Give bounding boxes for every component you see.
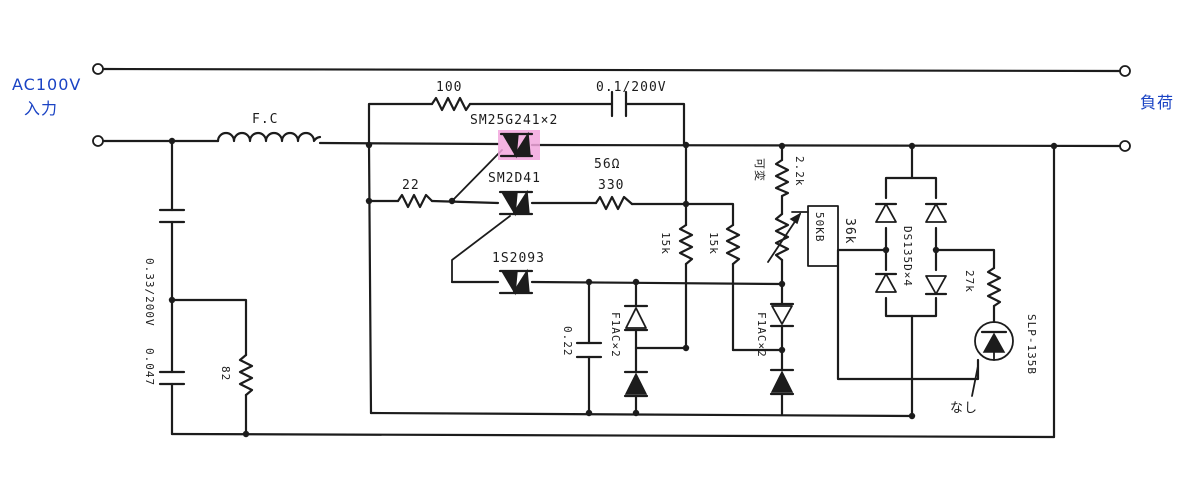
diac-right-label: F1AC×2: [755, 312, 768, 358]
diode-label: 1S2093: [492, 251, 545, 266]
bridge-label: DS135D×4: [901, 226, 914, 287]
main-triac-symbol: [499, 131, 534, 159]
capacitor-0-33: [158, 208, 186, 224]
drive-note-label: 56Ω: [594, 157, 620, 172]
diac-right-lower: [769, 368, 795, 396]
resistor-15k-a: [678, 223, 694, 266]
potentiometer-50kb: [774, 212, 790, 262]
r-15k-a-label: 15k: [659, 232, 672, 255]
resistor-330: [594, 195, 634, 211]
input-terminal-top: [92, 63, 104, 75]
c-series-label: 0.1/200V: [596, 80, 667, 95]
capacitor-0-1: [610, 90, 628, 118]
wires: [101, 67, 1122, 439]
resistor-82: [238, 353, 254, 397]
resistor-22: [396, 193, 434, 209]
diode-1s2093-symbol: [498, 268, 534, 296]
pot-label-box: [807, 205, 839, 267]
choke-coil: [216, 131, 322, 143]
c-lower-label: 0.047: [143, 348, 156, 386]
input-label: 入力: [24, 99, 58, 118]
resistor-15k-b: [725, 223, 741, 266]
diac-left-upper: [623, 304, 649, 332]
bridge-diode-tr: [924, 202, 948, 223]
resistor-100: [430, 96, 472, 112]
r-2k2-label: 2.2k: [793, 156, 806, 187]
bridge-diode-bl: [874, 272, 898, 293]
lamp-note-label: なし: [950, 401, 978, 416]
lamp-note-pointer: [971, 365, 979, 397]
r-series-label: 100: [436, 80, 462, 95]
pot-note-label: 可変: [753, 158, 767, 182]
r-22-label: 22: [402, 178, 420, 193]
pot-box-label: 50KB: [813, 212, 826, 243]
drive-triac-symbol: [498, 189, 534, 217]
c-filter-label: 0.33/200V: [143, 258, 156, 327]
resistor-2k2: [774, 158, 790, 198]
bridge-diode-tl: [874, 202, 898, 223]
load-label: 負荷: [1140, 93, 1174, 112]
main-triac-label: SM25G241×2: [470, 113, 558, 128]
r-330-label: 330: [598, 178, 624, 193]
r-15k-b-label: 15k: [707, 232, 720, 255]
input-terminal-bottom: [92, 135, 104, 147]
choke-label: F.C: [252, 112, 278, 127]
junction-dots: [168, 137, 1058, 438]
capacitor-0-22: [575, 341, 603, 359]
diac-left-label: F1AC×2: [609, 312, 622, 358]
r-82-label: 82: [219, 366, 232, 381]
capacitor-0-047: [158, 370, 186, 386]
terminals: [92, 63, 1131, 152]
load-terminal-bottom: [1119, 140, 1131, 152]
c-22-label: 0.22: [561, 326, 574, 357]
resistor-27k: [986, 266, 1002, 308]
input-voltage-label: AC100V: [12, 75, 81, 94]
lamp-label: SLP-135B: [1025, 314, 1038, 375]
diac-left-lower: [623, 370, 649, 398]
drive-triac-label: SM2D41: [488, 171, 541, 186]
r-36k-label: 36k: [842, 218, 857, 244]
r-27k-label: 27k: [963, 270, 976, 293]
diac-right-upper: [769, 302, 795, 328]
bridge-diode-br: [924, 275, 948, 296]
load-terminal-top: [1119, 65, 1131, 77]
neon-lamp: [974, 321, 1014, 361]
